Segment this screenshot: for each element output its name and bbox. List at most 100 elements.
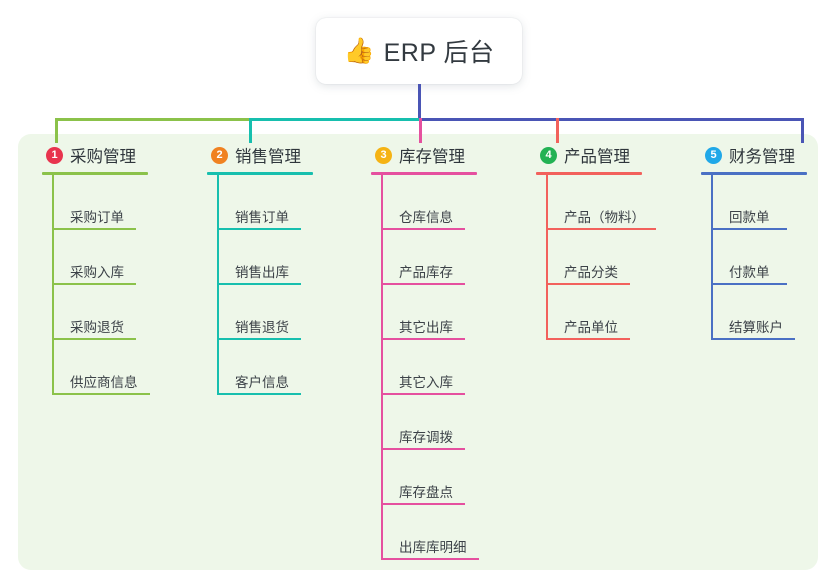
menu-item[interactable]: 供应商信息: [52, 340, 150, 395]
menu-item[interactable]: 采购订单: [52, 175, 148, 230]
menu-item-rule: [381, 503, 465, 505]
connector-trunk: [418, 84, 421, 121]
menu-item[interactable]: 产品库存: [381, 230, 477, 285]
menu-item[interactable]: 产品分类: [546, 230, 645, 285]
menu-item-label: 客户信息: [235, 375, 289, 391]
column-items: 产品（物料） 产品分类产品单位: [536, 175, 656, 340]
column-sales-management: 2 销售管理销售订单销售出库销售退货客户信息: [207, 143, 313, 395]
column-number-badge: 1: [46, 146, 63, 164]
column-items: 回款单付款单结算账户: [701, 175, 807, 340]
column-inventory-management: 3 库存管理仓库信息产品库存其它出库其它入库库存调拨库存盘点出库库明细: [371, 143, 479, 560]
menu-item-rule: [52, 393, 150, 395]
menu-item-rule: [52, 338, 136, 340]
menu-item-rule: [217, 338, 301, 340]
column-items: 仓库信息产品库存其它出库其它入库库存调拨库存盘点出库库明细: [371, 175, 479, 560]
connector-drop-2: [249, 118, 252, 143]
menu-item[interactable]: 客户信息: [217, 340, 313, 395]
menu-item-label: 采购订单: [70, 210, 124, 226]
root-node-erp-backend[interactable]: 👍 ERP 后台: [316, 18, 522, 84]
menu-item-rule: [546, 338, 630, 340]
menu-item-rule: [217, 393, 301, 395]
menu-item[interactable]: 产品（物料）: [546, 175, 656, 230]
menu-item[interactable]: 回款单: [711, 175, 807, 230]
menu-item[interactable]: 采购退货: [52, 285, 148, 340]
menu-item-label: 结算账户: [729, 320, 783, 336]
column-header-rule: [42, 172, 148, 175]
column-number-badge: 4: [540, 146, 557, 164]
connector-bus-segment-1: [55, 118, 249, 121]
menu-item[interactable]: 销售退货: [217, 285, 313, 340]
menu-item-label: 产品库存: [399, 265, 453, 281]
column-header-finance-management[interactable]: 5 财务管理: [701, 143, 807, 167]
menu-item-label: 采购入库: [70, 265, 124, 281]
menu-item-label: 产品（物料）: [564, 210, 645, 226]
menu-item-label: 库存调拨: [399, 430, 453, 446]
column-spine: [217, 175, 219, 395]
menu-item-rule: [52, 283, 136, 285]
menu-item-rule: [711, 338, 795, 340]
menu-item-label: 销售退货: [235, 320, 289, 336]
menu-item-rule: [381, 448, 465, 450]
column-title: 库存管理: [399, 148, 465, 166]
menu-item[interactable]: 库存盘点: [381, 450, 477, 505]
column-title: 产品管理: [564, 148, 630, 166]
menu-item[interactable]: 产品单位: [546, 285, 645, 340]
menu-item-label: 库存盘点: [399, 485, 453, 501]
column-spine: [546, 175, 548, 340]
column-header-rule: [536, 172, 642, 175]
menu-item-rule: [52, 228, 136, 230]
menu-item[interactable]: 销售订单: [217, 175, 313, 230]
column-title: 销售管理: [235, 148, 301, 166]
column-header-product-management[interactable]: 4 产品管理: [536, 143, 645, 167]
column-spine: [711, 175, 713, 340]
menu-item-label: 采购退货: [70, 320, 124, 336]
menu-item[interactable]: 其它入库: [381, 340, 477, 395]
connector-bus-segment-3: [419, 118, 801, 121]
thumbs-up-icon: 👍: [343, 36, 375, 65]
connector-drop-5: [801, 118, 804, 143]
column-header-sales-management[interactable]: 2 销售管理: [207, 143, 313, 167]
menu-item-label: 供应商信息: [70, 375, 138, 391]
connector-drop-3: [419, 118, 422, 143]
menu-item-rule: [381, 283, 465, 285]
menu-item-rule: [711, 228, 787, 230]
menu-item-rule: [711, 283, 787, 285]
menu-item-label: 其它出库: [399, 320, 453, 336]
column-spine: [52, 175, 54, 395]
column-items: 采购订单采购入库采购退货供应商信息: [42, 175, 150, 395]
menu-item-label: 销售订单: [235, 210, 289, 226]
menu-item[interactable]: 结算账户: [711, 285, 807, 340]
column-spine: [381, 175, 383, 560]
menu-item[interactable]: 库存调拨: [381, 395, 477, 450]
menu-item-rule: [381, 558, 479, 560]
menu-item-rule: [546, 283, 630, 285]
column-header-inventory-management[interactable]: 3 库存管理: [371, 143, 477, 167]
column-number-badge: 5: [705, 146, 722, 164]
menu-item-rule: [381, 393, 465, 395]
column-number-badge: 3: [375, 146, 392, 164]
menu-item-label: 付款单: [729, 265, 770, 281]
menu-item[interactable]: 付款单: [711, 230, 807, 285]
column-product-management: 4 产品管理产品（物料） 产品分类产品单位: [536, 143, 656, 340]
column-header-rule: [371, 172, 477, 175]
menu-item-label: 其它入库: [399, 375, 453, 391]
menu-item[interactable]: 销售出库: [217, 230, 313, 285]
connector-drop-1: [55, 118, 58, 143]
menu-item[interactable]: 采购入库: [52, 230, 148, 285]
menu-item-label: 回款单: [729, 210, 770, 226]
menu-item-rule: [381, 228, 465, 230]
menu-item-rule: [546, 228, 656, 230]
menu-item-rule: [217, 283, 301, 285]
connector-bus-segment-2: [249, 118, 419, 121]
connector-drop-4: [556, 118, 559, 143]
menu-item[interactable]: 其它出库: [381, 285, 477, 340]
menu-item-label: 销售出库: [235, 265, 289, 281]
menu-item-rule: [217, 228, 301, 230]
column-number-badge: 2: [211, 146, 228, 164]
column-title: 财务管理: [729, 148, 795, 166]
menu-item[interactable]: 仓库信息: [381, 175, 477, 230]
menu-item[interactable]: 出库库明细: [381, 505, 479, 560]
